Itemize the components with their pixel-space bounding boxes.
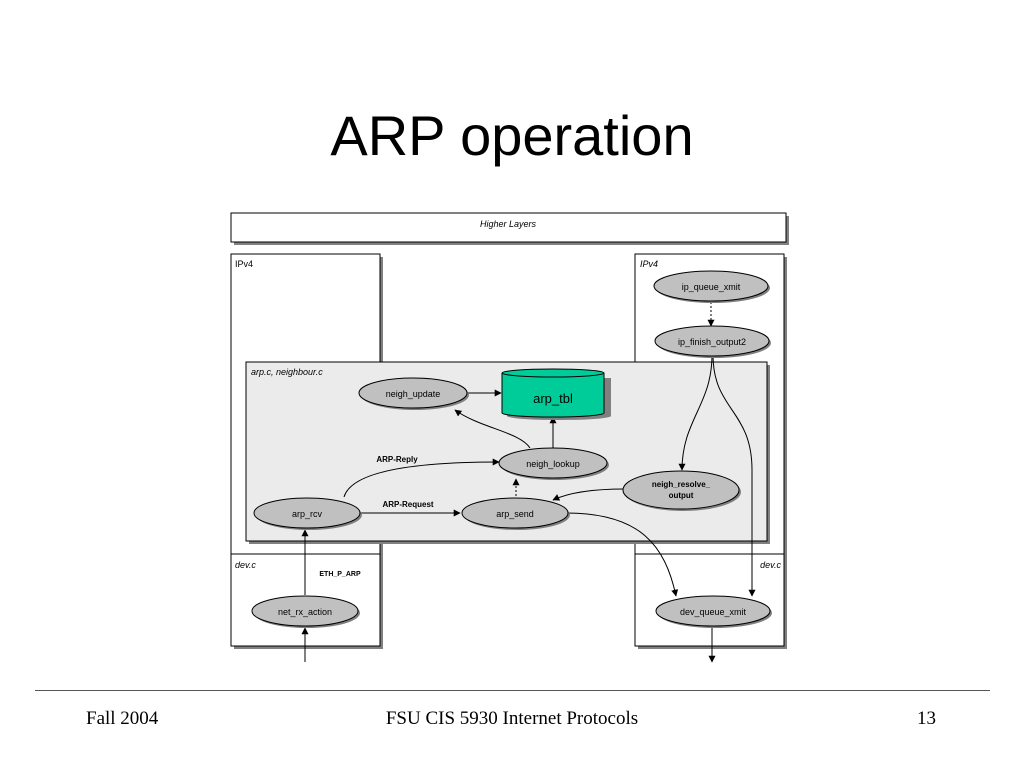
- footer-divider: [35, 690, 990, 691]
- node-neigh-lookup: neigh_lookup: [498, 447, 609, 480]
- edge-ip-finish-to-neigh-resolve-output: [678, 354, 713, 471]
- node-dev-queue-xmit: dev_queue_xmit: [655, 595, 772, 628]
- ipv4-right-label: IPv4: [640, 259, 658, 269]
- node-neigh-resolve-output-label-line1: neigh_resolve_: [652, 480, 711, 489]
- node-arp-tbl-label: arp_tbl: [533, 391, 573, 406]
- node-ip-queue-xmit: ip_queue_xmit: [653, 270, 770, 303]
- edge-label-arp-reply: ARP-Reply: [376, 455, 418, 464]
- node-arp-rcv-label: arp_rcv: [292, 509, 323, 519]
- node-neigh-lookup-label: neigh_lookup: [526, 459, 580, 469]
- footer-date: Fall 2004: [86, 708, 159, 729]
- edge-arp-send-to-dev-queue-xmit: [565, 512, 679, 597]
- footer-course: FSU CIS 5930 Internet Protocols: [385, 708, 639, 729]
- node-arp-rcv: arp_rcv: [253, 497, 362, 530]
- edge-label-arp-request: ARP-Request: [382, 500, 433, 509]
- edge-label-eth-p-arp: ETH_P_ARP: [319, 571, 361, 578]
- node-arp-send: arp_send: [461, 497, 570, 530]
- arp-region-label: arp.c, neighbour.c: [251, 367, 323, 377]
- edge-ip-finish-to-dev-queue-xmit: [712, 354, 756, 597]
- higher-layers-box: Higher Layers: [230, 212, 789, 245]
- node-neigh-update: neigh_update: [358, 377, 469, 410]
- edges: [301, 302, 756, 663]
- node-neigh-resolve-output: neigh_resolve_ output: [622, 470, 741, 511]
- edge-arp-rcv-to-neigh-lookup: [343, 458, 500, 498]
- slide-title: ARP operation: [330, 104, 694, 167]
- node-dev-queue-xmit-label: dev_queue_xmit: [680, 607, 747, 617]
- node-neigh-update-label: neigh_update: [386, 389, 441, 399]
- edge-neigh-lookup-to-neigh-update: [454, 409, 531, 449]
- footer-page-number: 13: [917, 708, 936, 729]
- devc-left-label: dev.c: [235, 560, 256, 570]
- node-neigh-resolve-output-label-line2: output: [669, 491, 694, 500]
- node-net-rx-action: net_rx_action: [251, 595, 360, 628]
- node-ip-queue-xmit-label: ip_queue_xmit: [682, 282, 741, 292]
- devc-right-label: dev.c: [760, 560, 781, 570]
- node-ip-finish-output2-label: ip_finish_output2: [678, 337, 746, 347]
- node-arp-send-label: arp_send: [496, 509, 534, 519]
- node-net-rx-action-label: net_rx_action: [278, 607, 332, 617]
- node-arp-tbl: arp_tbl: [501, 368, 611, 420]
- higher-layers-label: Higher Layers: [480, 219, 537, 229]
- node-ip-finish-output2: ip_finish_output2: [654, 325, 771, 358]
- edge-neigh-resolve-output-to-arp-send: [552, 488, 626, 501]
- ipv4-left-label: IPv4: [235, 259, 253, 269]
- arp-operation-diagram: Higher Layers IPv4 IPv4 dev.c dev.c arp.…: [230, 212, 789, 663]
